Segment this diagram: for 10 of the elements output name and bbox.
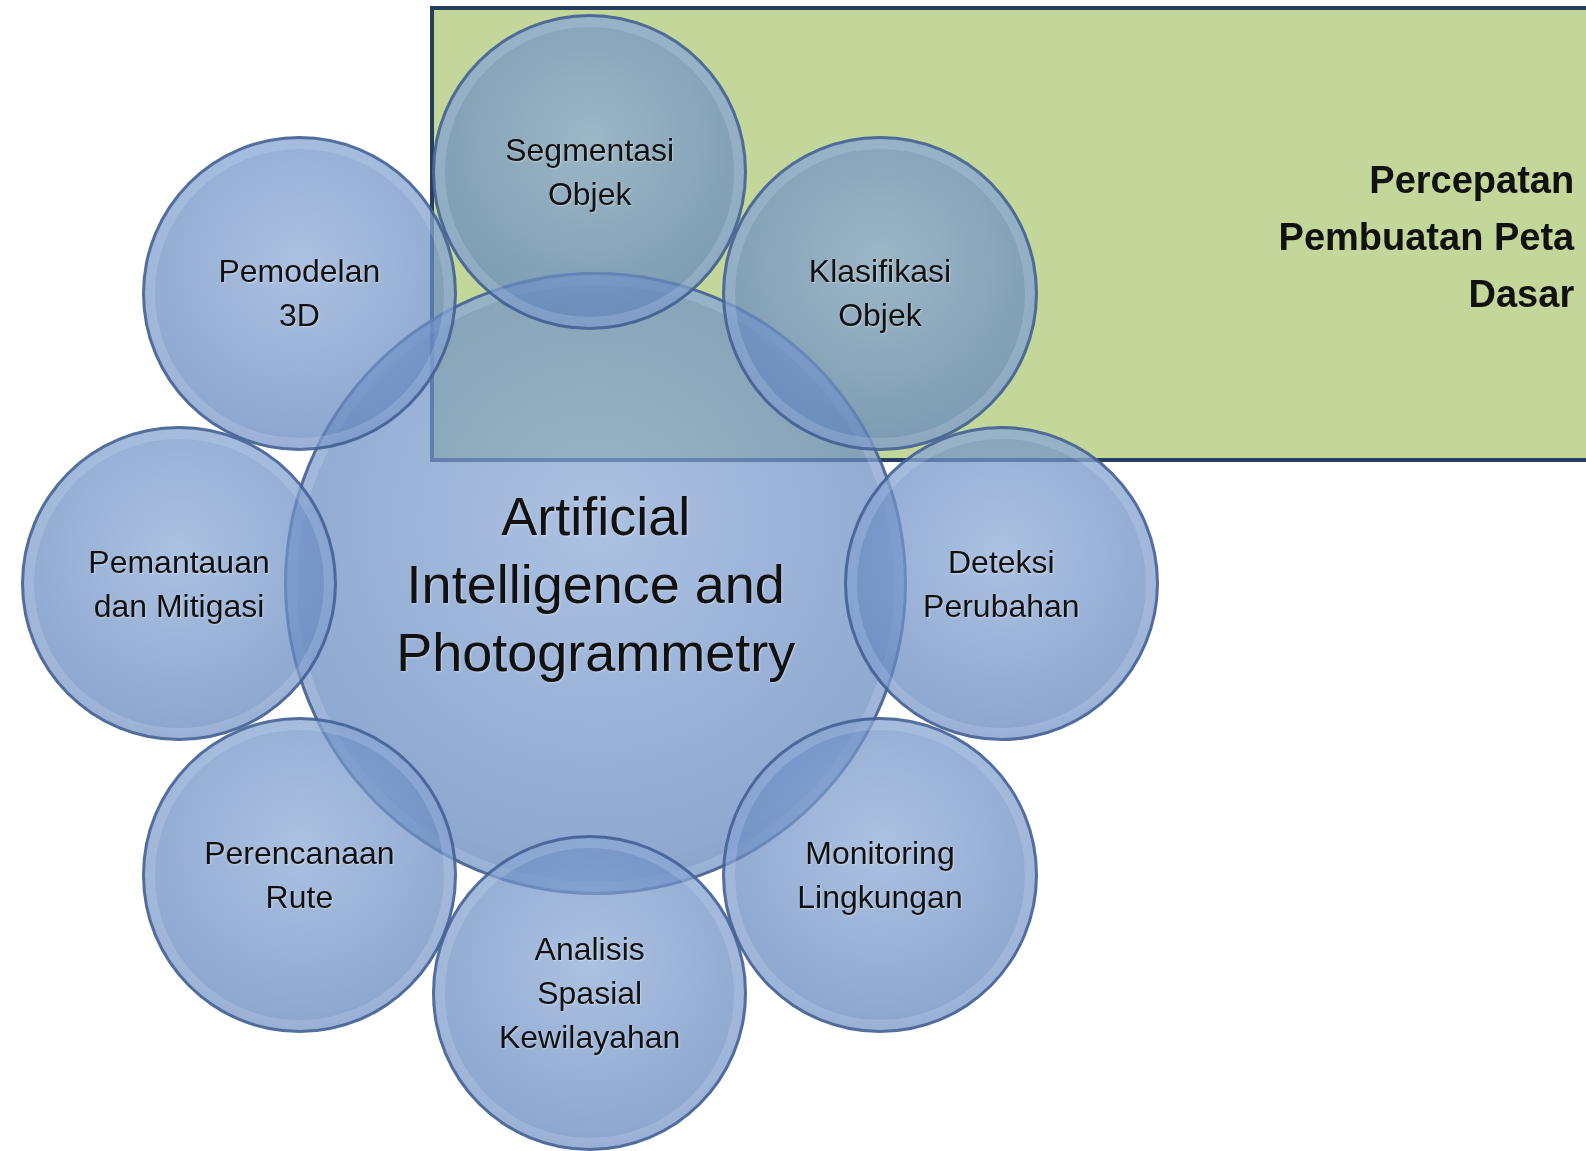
circle-label: Perencanaan Rute <box>203 833 396 917</box>
band-heading: Percepatan Pembuatan Peta Dasar <box>1277 158 1575 318</box>
circle-label: Monitoring Lingkungan <box>796 833 964 917</box>
circle-label: Pemodelan 3D <box>217 252 382 336</box>
circle-label: Segmentasi Objek <box>504 130 676 214</box>
circle-label: Deteksi Perubahan <box>922 542 1081 626</box>
circle-label: Klasifikasi Objek <box>807 252 953 336</box>
circle-label: Pemantauan dan Mitigasi <box>87 542 271 626</box>
circle-label: Analisis Spasial Kewilayahan <box>497 930 682 1058</box>
circle-label: Artificial Intelligence and Photogrammetry <box>395 484 797 684</box>
